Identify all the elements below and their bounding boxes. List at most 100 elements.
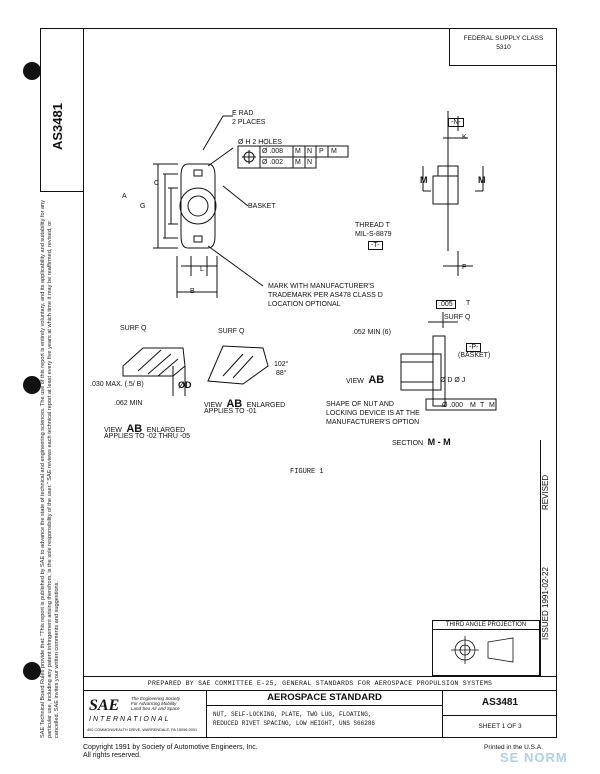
dim-a: A bbox=[122, 193, 127, 200]
title-block-doc-number: AS3481 SHEET 1 OF 3 bbox=[443, 690, 557, 738]
surf-q-2: SURF Q bbox=[218, 328, 245, 335]
flat-t: T bbox=[466, 300, 471, 307]
sae-tag-2: For Advancing Mobility bbox=[131, 701, 177, 706]
doc-id-vertical: AS3481 bbox=[50, 103, 65, 150]
label-basket: BASKET bbox=[248, 203, 276, 210]
basket-circle bbox=[179, 187, 217, 225]
sae-tag-1: The Engineering Society bbox=[131, 696, 181, 701]
fcf-2-m: M bbox=[295, 159, 301, 166]
section-value: M - M bbox=[427, 437, 451, 447]
title-block-main: AEROSPACE STANDARD NUT, SELF-LOCKING, PL… bbox=[207, 690, 443, 738]
sae-international: INTERNATIONAL bbox=[89, 716, 171, 723]
dim-c: C bbox=[154, 180, 160, 187]
dia-d-j: Ø D Ø J bbox=[440, 377, 466, 384]
sae-address: 400 COMMONWEALTH DRIVE, WARRENDALE, PA 1… bbox=[87, 728, 198, 732]
shape-text-1: SHAPE OF NUT AND bbox=[326, 401, 394, 408]
mark-text-2: TRADEMARK PER AS478 CLASS D bbox=[268, 292, 383, 299]
sae-tagline: The Engineering Society For Advancing Mo… bbox=[131, 696, 180, 711]
doc-number: AS3481 bbox=[443, 691, 557, 716]
federal-supply-label: FEDERAL SUPPLY CLASS bbox=[463, 35, 544, 42]
binder-hole bbox=[23, 376, 41, 394]
technical-drawing bbox=[122, 111, 497, 411]
view-ab3-word: VIEW bbox=[346, 378, 364, 385]
binder-hole bbox=[23, 62, 41, 80]
surf-q-3: SURF Q bbox=[444, 314, 471, 321]
aerospace-standard: AEROSPACE STANDARD bbox=[207, 691, 442, 706]
section-m-left: M bbox=[420, 175, 428, 185]
view-ab-word: VIEW bbox=[104, 427, 122, 434]
basket-paren: (BASKET) bbox=[458, 352, 491, 359]
fcf-3-m2: M bbox=[489, 402, 495, 409]
dim-d: ØD bbox=[178, 380, 192, 390]
section-mm-body bbox=[400, 353, 442, 391]
section-mm-title: SECTION M - M bbox=[392, 432, 451, 450]
label-holes: Ø H 2 HOLES bbox=[238, 139, 282, 146]
nut-plan-outline bbox=[180, 163, 216, 249]
view-ab-enlarged: ENLARGED bbox=[146, 427, 186, 434]
issued-date: 1991-02-22 bbox=[541, 567, 550, 608]
surf-q-1: SURF Q bbox=[120, 325, 147, 332]
dim-f: F bbox=[462, 264, 467, 271]
drawing-frame bbox=[83, 28, 557, 738]
fcf-1-m2: M bbox=[331, 148, 337, 155]
fcf-3-m: M bbox=[470, 402, 476, 409]
third-angle-label: THIRD ANGLE PROJECTION bbox=[433, 621, 539, 630]
label-e-rad: E RAD bbox=[232, 110, 254, 117]
copyright: Copyright 1991 by Society of Automotive … bbox=[83, 744, 258, 760]
min-052: .052 MIN (6) bbox=[352, 329, 391, 336]
datum-n: -N- bbox=[448, 118, 464, 127]
view-ab3-title: VIEW AB bbox=[346, 370, 384, 388]
fcf-3-t: T bbox=[480, 402, 485, 409]
view-ab2-letters: AB bbox=[226, 398, 243, 410]
section-word: SECTION bbox=[392, 440, 424, 447]
sae-logo-block: SAE The Engineering Society For Advancin… bbox=[83, 690, 207, 738]
view-ab-section-2 bbox=[207, 345, 269, 385]
fcf-3-tol: Ø .000 bbox=[442, 402, 464, 409]
fcf-1-tol: Ø .008 bbox=[262, 148, 284, 155]
part-description: NUT, SELF-LOCKING, PLATE, TWO LUG, FLOAT… bbox=[207, 706, 442, 728]
fcf-1-p: P bbox=[319, 148, 324, 155]
thread-label: THREAD T bbox=[355, 222, 390, 229]
dim-k: K bbox=[462, 134, 467, 141]
description-line-2: REDUCED RIVET SPACING, LOW HEIGHT, UNS S… bbox=[213, 720, 376, 727]
flat-005: .005 bbox=[436, 300, 456, 309]
section-m-right: M bbox=[478, 175, 486, 185]
max-030: .030 MAX. (.5/ B) bbox=[90, 381, 144, 388]
dim-l: L bbox=[200, 266, 204, 273]
view-ab-letters: AB bbox=[126, 423, 143, 435]
angle-top: 102° bbox=[274, 361, 289, 368]
revised-label: REVISED bbox=[541, 474, 550, 510]
datum-p: -P- bbox=[466, 343, 482, 352]
issued-label: ISSUED bbox=[541, 610, 550, 640]
printed-in: Printed in the U.S.A. bbox=[484, 744, 543, 751]
view-ab2-word: VIEW bbox=[204, 402, 222, 409]
sae-tag-3: Land Sea Air and Space bbox=[131, 706, 180, 711]
view-ab2-enlarged: ENLARGED bbox=[246, 402, 286, 409]
figure-caption: FIGURE 1 bbox=[290, 468, 324, 476]
shape-text-2: LOCKING DEVICE IS AT THE bbox=[326, 410, 420, 417]
copyright-line-1: Copyright 1991 by Society of Automotive … bbox=[83, 744, 258, 751]
dim-g: G bbox=[140, 203, 146, 210]
description-line-1: NUT, SELF-LOCKING, PLATE, TWO LUG, FLOAT… bbox=[213, 711, 372, 718]
federal-supply-value: 5310 bbox=[496, 44, 511, 51]
sheet-number: SHEET 1 OF 3 bbox=[478, 723, 522, 730]
view-ab2-title: VIEW AB ENLARGED bbox=[204, 394, 285, 412]
binder-hole bbox=[23, 662, 41, 680]
datum-t: -T- bbox=[368, 241, 383, 250]
dim-b: B bbox=[190, 288, 195, 295]
label-places: 2 PLACES bbox=[232, 119, 266, 126]
applies-01: APPLIES TO -01 bbox=[204, 408, 257, 415]
min-062: .062 MIN bbox=[114, 400, 143, 407]
angle-bottom: 88° bbox=[276, 370, 287, 377]
applies-02: APPLIES TO -02 THRU -05 bbox=[104, 433, 190, 440]
rivet-hole-top bbox=[193, 169, 203, 177]
shape-text-3: MANUFACTURER'S OPTION bbox=[326, 419, 420, 426]
sae-logo: SAE bbox=[89, 697, 120, 714]
projection-symbol bbox=[451, 636, 514, 664]
fcf-2-tol: Ø .002 bbox=[262, 159, 284, 166]
view-ab-title: VIEW AB ENLARGED bbox=[104, 419, 185, 437]
fcf-2-n: N bbox=[307, 159, 313, 166]
thread-circle bbox=[187, 195, 209, 217]
doc-id-strip bbox=[40, 28, 83, 192]
watermark: SE NORM bbox=[500, 750, 568, 765]
